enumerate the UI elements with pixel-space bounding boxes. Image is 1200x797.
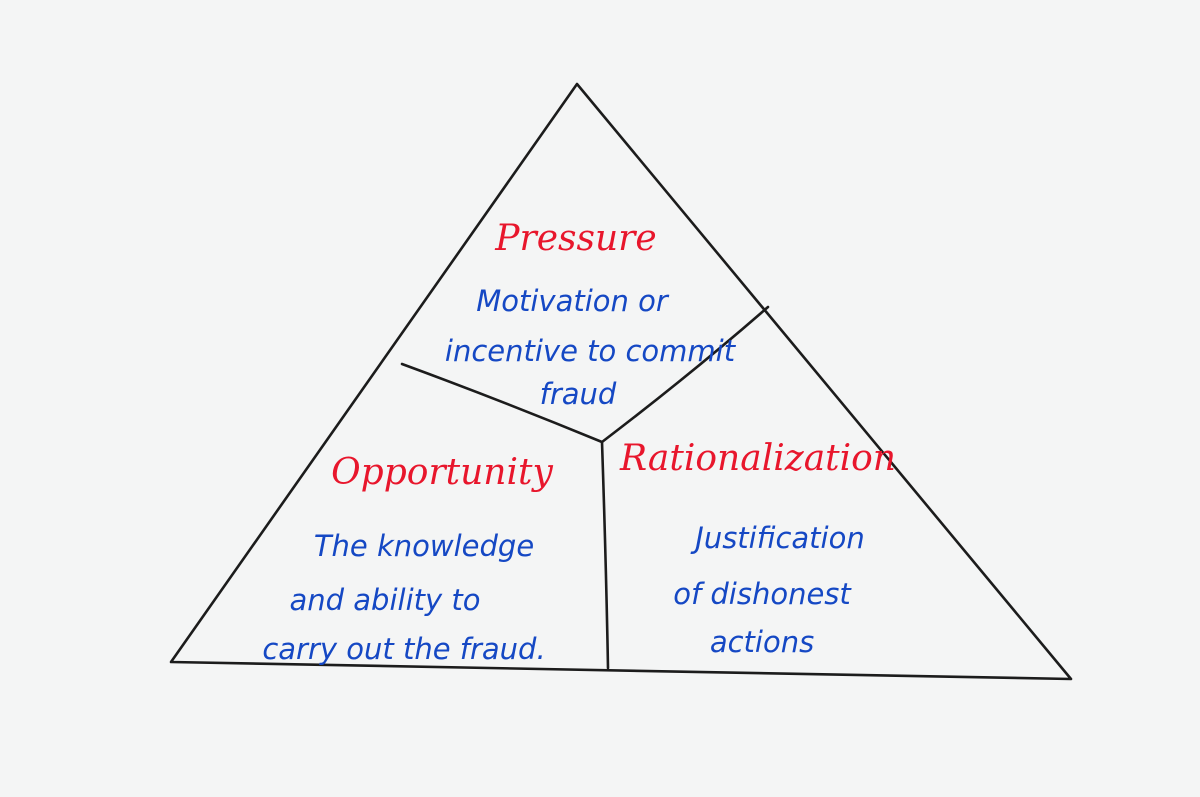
opportunity-line-3: carry out the fraud. (262, 632, 545, 666)
opportunity-line-2: and ability to (290, 583, 481, 617)
pressure-line-2: incentive to commit (445, 334, 737, 368)
section-opportunity: Opportunity The knowledge and ability to… (262, 452, 553, 666)
pressure-heading: Pressure (494, 218, 656, 259)
section-pressure: Pressure Motivation or incentive to comm… (445, 218, 737, 411)
divider-right (600, 305, 770, 444)
opportunity-line-1: The knowledge (314, 529, 534, 563)
rationalization-heading: Rationalization (619, 438, 896, 479)
divider-bottom (600, 440, 610, 670)
divider-left (400, 362, 604, 444)
rationalization-line-1: Justification (690, 521, 864, 555)
pressure-line-1: Motivation or (476, 284, 670, 318)
opportunity-heading: Opportunity (331, 452, 553, 493)
section-rationalization: Rationalization Justification of dishone… (619, 438, 896, 659)
triangle-outline (169, 82, 1073, 681)
rationalization-line-3: actions (710, 625, 814, 659)
rationalization-line-2: of dishonest (673, 577, 852, 611)
pressure-line-3: fraud (540, 377, 617, 411)
